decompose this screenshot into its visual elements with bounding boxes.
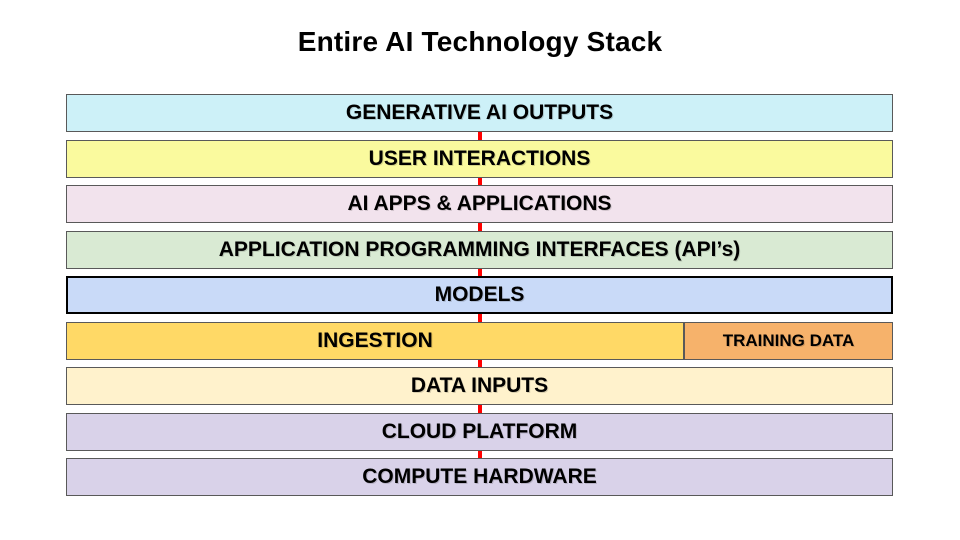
stack-layer-ingestion-training-data: INGESTION TRAINING DATA	[66, 321, 893, 360]
stack-layer-ai-apps: AI APPS & APPLICATIONS	[66, 185, 893, 223]
stack-layer-models: MODELS	[66, 276, 893, 314]
layer-label: MODELS	[434, 283, 525, 306]
stack-layer-apis: APPLICATION PROGRAMMING INTERFACES (API’…	[66, 230, 893, 269]
layer-label: USER INTERACTIONS	[368, 146, 591, 170]
layer-label: CLOUD PLATFORM	[381, 419, 578, 443]
stack-layer-data-inputs: DATA INPUTS	[66, 367, 893, 405]
layer-label: TRAINING DATA	[722, 330, 855, 350]
page-title: Entire AI Technology Stack	[297, 26, 663, 57]
layer-label: APPLICATION PROGRAMMING INTERFACES (API’…	[218, 237, 741, 261]
stack-layer-cloud-platform: CLOUD PLATFORM	[66, 412, 893, 451]
layer-label: INGESTION	[317, 328, 433, 352]
ai-stack-diagram: GENERATIVE AI OUTPUTS USER INTERACTIONS …	[66, 94, 893, 504]
ingestion-segment: INGESTION	[66, 321, 685, 360]
layer-label: AI APPS & APPLICATIONS	[347, 192, 612, 215]
layer-label: GENERATIVE AI OUTPUTS	[345, 101, 614, 124]
layer-label: COMPUTE HARDWARE	[362, 465, 597, 488]
stack-layer-compute-hardware: COMPUTE HARDWARE	[66, 458, 893, 496]
stack-layer-user-interactions: USER INTERACTIONS	[66, 139, 893, 178]
training-data-segment: TRAINING DATA	[684, 321, 893, 360]
layer-label: DATA INPUTS	[410, 374, 549, 397]
stack-layer-generative-ai-outputs: GENERATIVE AI OUTPUTS	[66, 94, 893, 132]
